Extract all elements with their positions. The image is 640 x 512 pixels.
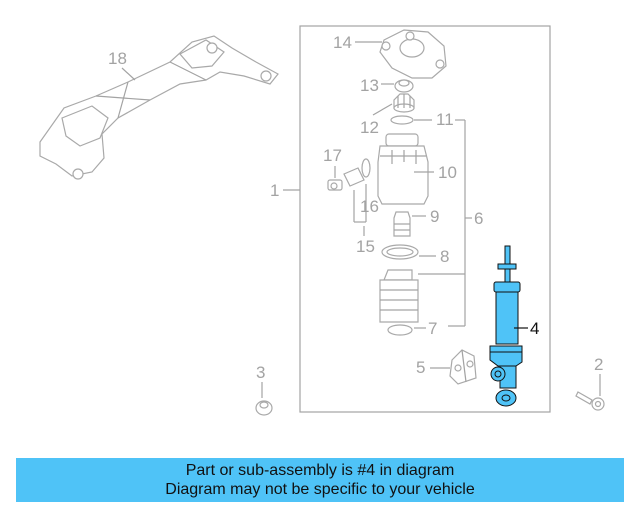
callout-11: 11 <box>436 110 454 129</box>
callout-13: 13 <box>360 76 379 95</box>
callout-18: 18 <box>108 49 127 68</box>
callout-17: 17 <box>323 146 342 165</box>
callout-7: 7 <box>428 319 437 338</box>
callout-16: 16 <box>360 197 379 216</box>
nut-part-13 <box>394 79 414 93</box>
connector-part-16 <box>343 158 371 187</box>
parts-diagram: 18 14 13 12 11 10 <box>39 25 605 416</box>
banner-line-2: Diagram may not be specific to your vehi… <box>165 481 475 498</box>
callout-3: 3 <box>256 363 265 382</box>
callout-2: 2 <box>594 355 603 374</box>
bump-stop-part-9 <box>393 211 411 237</box>
assembly-frame <box>299 25 551 413</box>
top-mount-part-14 <box>379 29 447 79</box>
bracket-part-5 <box>449 349 477 385</box>
shock-absorber-part-4[interactable] <box>489 245 523 407</box>
callout-12: 12 <box>360 118 379 137</box>
fitting-part-17 <box>327 179 343 191</box>
callout-4: 4 <box>530 319 539 338</box>
callout-15: 15 <box>356 237 375 256</box>
callout-1: 1 <box>270 181 279 200</box>
ring-part-8 <box>381 244 419 260</box>
bearing-part-12 <box>393 93 415 113</box>
callout-6: 6 <box>474 209 483 228</box>
info-banner: Part or sub-assembly is #4 in diagram Di… <box>16 458 624 502</box>
callout-9: 9 <box>430 207 439 226</box>
callout-8: 8 <box>440 247 449 266</box>
dust-boot-part-7 <box>379 269 419 336</box>
bolt-part-2 <box>575 391 605 411</box>
banner-line-1: Part or sub-assembly is #4 in diagram <box>185 462 455 479</box>
callout-14: 14 <box>333 33 352 52</box>
air-spring-part-10 <box>377 133 429 205</box>
bolt-part-3 <box>255 400 273 416</box>
callout-10: 10 <box>438 163 457 182</box>
callout-5: 5 <box>416 358 425 377</box>
seal-ring-part-11 <box>390 115 414 125</box>
subframe-part-18 <box>39 35 279 180</box>
